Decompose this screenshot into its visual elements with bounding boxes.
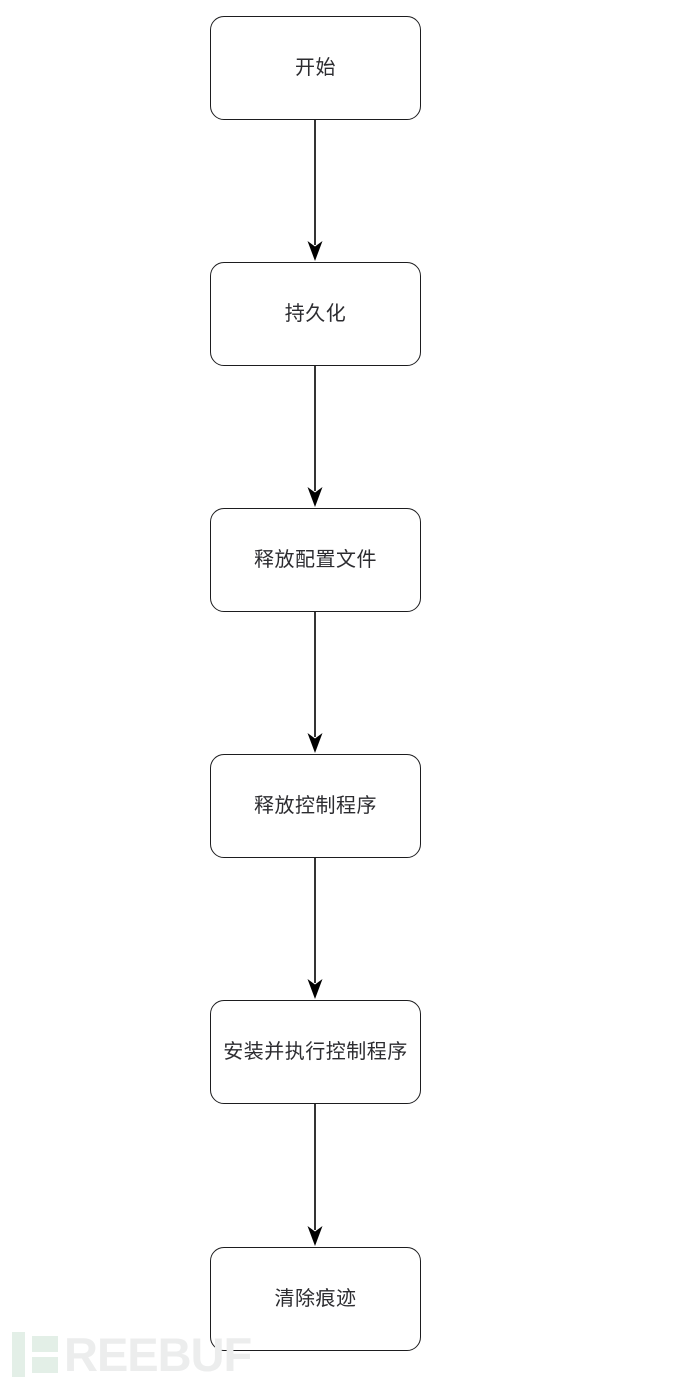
flow-node-drop-config-file[interactable]: 释放配置文件 xyxy=(210,508,421,612)
logo-bottom-bar xyxy=(32,1356,58,1373)
flow-node-label: 安装并执行控制程序 xyxy=(223,1041,408,1063)
flow-node-label: 开始 xyxy=(295,57,336,79)
flow-node-clear-traces[interactable]: 清除痕迹 xyxy=(210,1247,421,1351)
flow-node-start[interactable]: 开始 xyxy=(210,16,421,120)
watermark-text: REEBUF xyxy=(64,1327,252,1381)
freebuf-logo-icon xyxy=(8,1331,60,1377)
flow-arrow-3 xyxy=(303,612,327,754)
flow-arrow-5 xyxy=(303,1104,327,1247)
flow-node-label: 释放控制程序 xyxy=(254,795,377,817)
flow-node-persistence[interactable]: 持久化 xyxy=(210,262,421,366)
logo-vertical-bar xyxy=(12,1331,25,1377)
flow-arrow-2 xyxy=(303,366,327,508)
flow-node-label: 持久化 xyxy=(284,303,347,325)
flow-node-label: 释放配置文件 xyxy=(254,549,377,571)
flow-arrow-1 xyxy=(303,120,327,262)
flow-node-drop-control-program[interactable]: 释放控制程序 xyxy=(210,754,421,858)
flow-node-label: 清除痕迹 xyxy=(274,1288,357,1310)
flow-arrow-4 xyxy=(303,858,327,1000)
freebuf-watermark: REEBUF xyxy=(8,1327,252,1381)
flow-node-install-run-control-program[interactable]: 安装并执行控制程序 xyxy=(210,1000,421,1104)
logo-top-bar xyxy=(32,1335,58,1352)
